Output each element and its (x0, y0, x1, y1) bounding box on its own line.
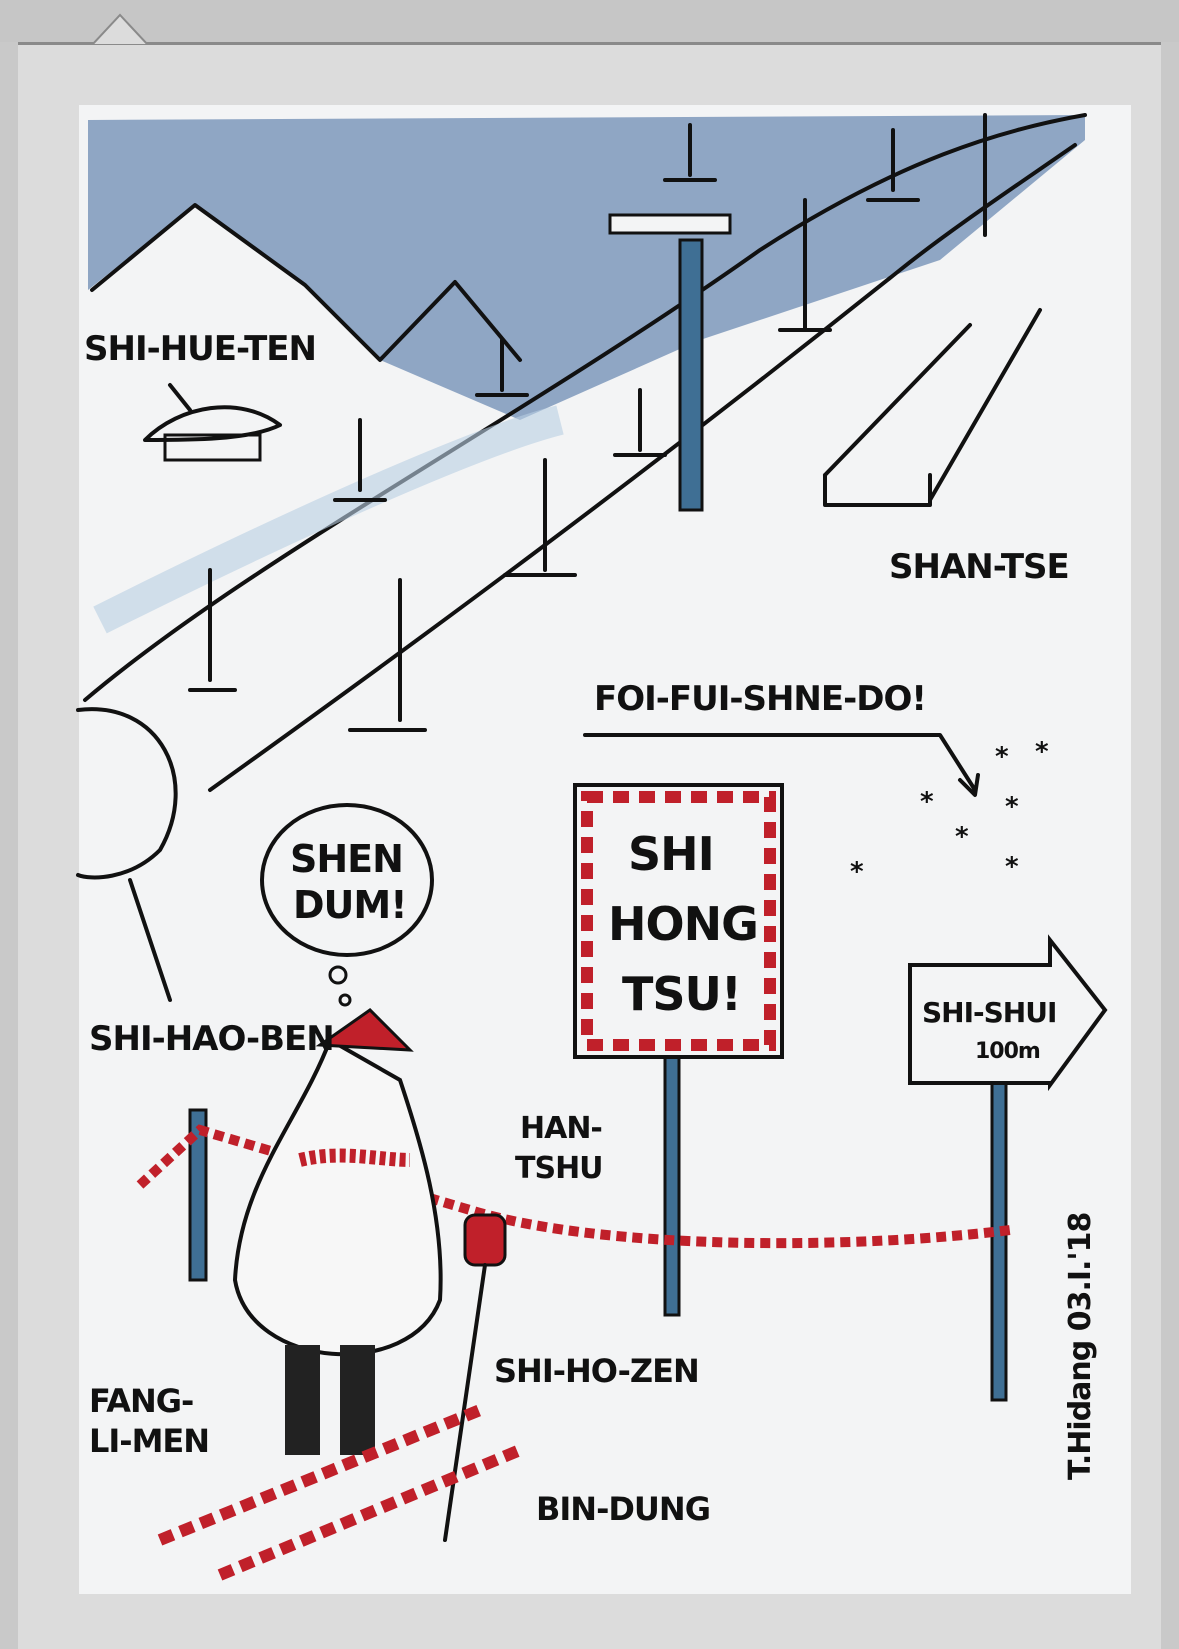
thought-dot (338, 993, 352, 1007)
warning-sign-line-1: SHI (628, 827, 714, 881)
warning-sign-border (581, 791, 776, 1051)
label-boots-1: FANG- (89, 1382, 193, 1420)
svg-text:*: * (1035, 737, 1049, 767)
snow-arrow (583, 733, 980, 797)
signature: T.Hidang 03.I.'18 (1063, 1213, 1098, 1480)
label-binding: BIN-DUNG (536, 1490, 710, 1528)
thought-bubble (260, 803, 434, 957)
t-bar-hangers (188, 113, 987, 732)
snowflakes: * * * * * * * (850, 737, 1049, 887)
direction-sign-arrow (908, 934, 1108, 1092)
sky (88, 115, 1085, 420)
warning-sign (573, 783, 784, 1059)
thought-dot (328, 965, 348, 985)
mountains (90, 203, 522, 362)
thought-line-2: DUM! (293, 883, 407, 927)
svg-text:*: * (1005, 792, 1019, 822)
label-snow: FOI-FUI-SHNE-DO! (594, 679, 926, 719)
top-bar (0, 0, 1179, 42)
direction-sign-post (990, 1078, 1008, 1402)
barrier-post (188, 1108, 208, 1282)
label-glove-2: TSHU (515, 1151, 603, 1186)
label-glove-1: HAN- (520, 1111, 602, 1146)
skier (157, 1008, 523, 1581)
label-pants: SHI-HO-ZEN (494, 1352, 699, 1390)
lift-crossbar (608, 213, 732, 235)
ski-jump (823, 308, 1042, 507)
lift-tower (678, 238, 704, 512)
svg-text:*: * (920, 787, 934, 817)
snow-shadow (93, 405, 564, 634)
thought-line-1: SHEN (290, 837, 403, 881)
label-jump: SHAN-TSE (889, 547, 1069, 587)
label-hut: SHI-HUE-TEN (84, 329, 316, 369)
caret-pointer (92, 13, 148, 45)
svg-text:*: * (995, 742, 1009, 772)
warning-sign-post (663, 1053, 681, 1317)
svg-text:*: * (955, 822, 969, 852)
direction-sign-line-2: 100m (975, 1039, 1040, 1064)
bullwheel (76, 707, 178, 1002)
warning-sign-line-2: HONG (608, 897, 758, 951)
label-boots-2: LI-MEN (89, 1422, 209, 1460)
label-hat: SHI-HAO-BEN (89, 1019, 334, 1059)
slope-line-top (83, 113, 1087, 702)
warning-sign-line-3: TSU! (622, 967, 741, 1021)
svg-text:*: * (1005, 852, 1019, 882)
hut (143, 383, 282, 462)
direction-sign-line-1: SHI-SHUI (922, 996, 1056, 1029)
svg-text:*: * (850, 857, 864, 887)
